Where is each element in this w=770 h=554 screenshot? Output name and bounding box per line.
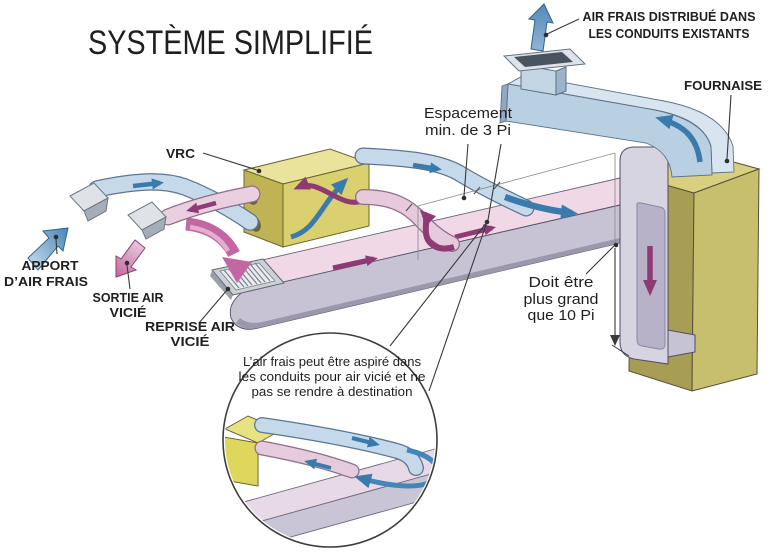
fresh-injection-curved-arrow-icon [503,193,578,220]
vrc-heat-exchange-arrows-icon [290,176,363,240]
vrc-left-face [243,169,284,248]
label-stale-exit-2: VICIÉ [110,305,147,320]
label-distance-3: que 10 Pi [528,307,595,324]
inset-note-text: L’air frais peut être aspiré dans les co… [239,354,426,399]
drop-foot [667,329,696,358]
inset-pointer-lines [389,221,488,392]
exhaust-wall-hood [127,201,167,240]
trunk-front-face [229,204,621,330]
register-opening [514,52,573,67]
label-fresh-supply-2: D’AIR FRAIS [4,275,88,289]
inset-note-1: L’air frais peut être aspiré dans [243,354,421,369]
grille-shadow [210,271,233,300]
supply-front-face [505,83,713,178]
measurement-plane [405,152,616,260]
label-distance-2: plus grand [524,291,599,308]
inset-band-pink [225,441,435,535]
intake-wall-hood [69,182,109,222]
stale-air-exhaust-duct [159,185,261,226]
label-spacing-2: min. de 3 Pi [425,122,511,139]
register-up-arrow-icon [527,3,554,52]
label-stale-return-1: REPRISE AIR [145,320,235,334]
inset-backflow-arrow-icon [304,458,332,470]
fresh-duct-flow-arrow-icon [412,162,442,174]
supply-end-cap [499,83,509,124]
inset-magnifier: L’air frais peut être aspiré dans les co… [222,332,438,548]
label-stale-exit-1: SORTIE AIR [93,291,164,305]
dimension-10pi [610,248,630,357]
label-spacing-1: Espacement [424,105,513,122]
inset-fresh-flow-arrow-icon [351,436,380,448]
supply-elbow-arrow-icon [655,114,703,163]
dimension-arrowhead-icon [610,335,620,346]
label-fresh-supply-1: APPORT [22,259,79,273]
stale-air-return-arrow-icon [185,217,252,283]
stale-air-exit-arrow-icon [115,239,146,278]
label-furnace: FOURNAISE [684,79,762,93]
inset-note-2: les conduits pour air vicié et ne [239,369,426,384]
register-boot-side [555,66,567,96]
vrc-unit [242,148,371,248]
furnace-right-face [691,168,760,392]
label-vrc: VRC [166,147,195,161]
inset-note-3: pas se rendre à destination [252,384,413,399]
trunk-flow-arrows-icon [332,224,496,271]
label-stale-return-2: VICIÉ [171,334,210,349]
stale-exhaust-flow-arrow-icon [186,200,217,214]
stale-pickup-curved-arrow-icon [419,209,455,252]
trunk-bottom-shade [236,238,620,329]
labels: SYSTÈME SIMPLIFIÉ AIR FRAIS DISTRIBUÉ DA… [4,9,762,349]
fresh-air-supply-arrow-icon [27,227,69,271]
supply-trunk-duct [499,3,735,178]
label-distributed-air-1: AIR FRAIS DISTRIBUÉ DANS [583,9,756,24]
fresh-intake-flow-arrow-icon [132,178,164,190]
return-drop-duct [619,146,696,365]
fresh-air-intake-duct [88,173,259,231]
page-title: SYSTÈME SIMPLIFIÉ [88,24,373,62]
leader-lines [55,18,732,324]
leader-dots [53,32,730,292]
label-distance-1: Doit être [529,274,594,291]
inset-fresh-duct [254,417,424,476]
label-distributed-air-2: LES CONDUITS EXISTANTS [589,27,750,41]
